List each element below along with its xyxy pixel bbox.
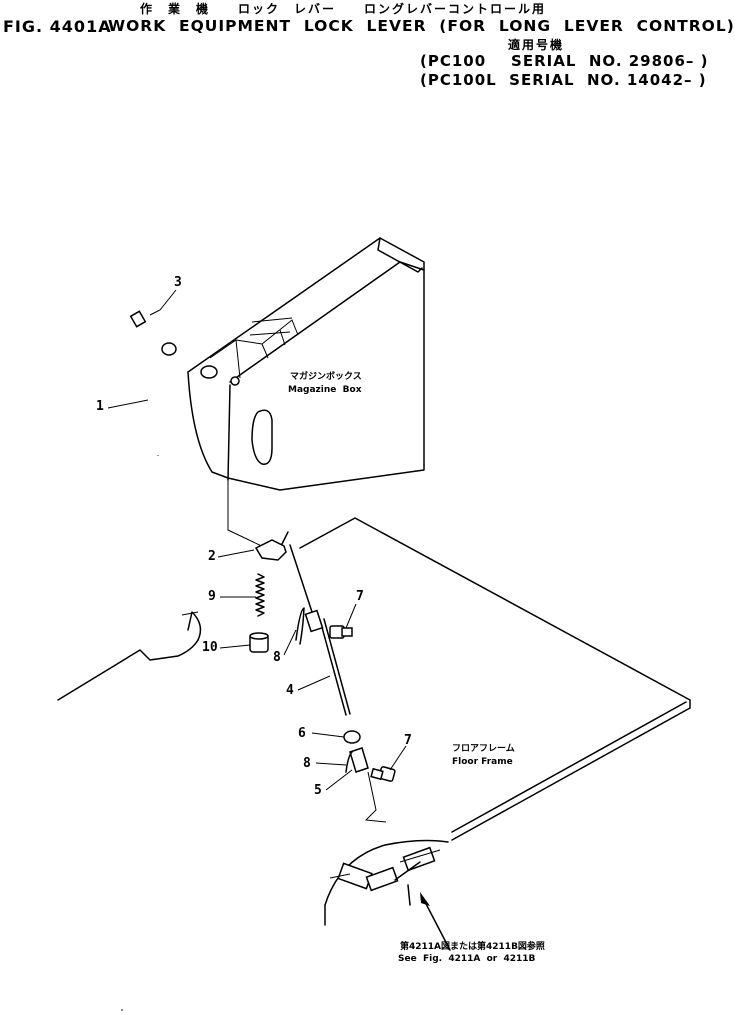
lock-lever — [148, 342, 177, 456]
serial-range-pc100: (PC100 SERIAL NO. 29806– ) — [420, 52, 709, 70]
magazine-box-label-en: Magazine Box — [288, 385, 362, 395]
link-line — [227, 480, 271, 551]
pin-part-3 — [129, 310, 147, 328]
callout-10: 10 — [202, 640, 218, 655]
speck — [121, 1009, 123, 1011]
arrowhead — [420, 892, 430, 906]
callout-3: 3 — [174, 275, 182, 290]
see-fig-note-jp: 第4211A図または第4211B図参照 — [400, 942, 545, 952]
magazine-box — [187, 237, 425, 491]
floor-frame — [57, 517, 691, 841]
link-line-lower — [364, 771, 387, 823]
callout-8-upper: 8 — [273, 650, 281, 665]
callout-6: 6 — [298, 726, 306, 741]
callout-8-lower: 8 — [303, 756, 311, 771]
spring-part-9 — [255, 573, 265, 617]
callout-leaders — [107, 289, 407, 791]
bracket-part-2 — [254, 531, 289, 561]
reference-arrow — [423, 899, 451, 951]
callout-7-upper: 7 — [356, 589, 364, 604]
callout-5: 5 — [314, 783, 322, 798]
bushing-part-10 — [249, 632, 269, 653]
control-linkage-detail — [324, 839, 449, 926]
callout-4: 4 — [286, 683, 294, 698]
bolt-lower-part-7 — [370, 766, 396, 782]
serial-range-pc100l: (PC100L SERIAL NO. 14042– ) — [420, 71, 707, 89]
clevis-lower-part-5 — [345, 747, 369, 773]
nut-part-6 — [343, 730, 361, 744]
clevis-upper — [295, 607, 324, 645]
figure-number: FIG. 4401A — [3, 17, 112, 36]
floor-frame-label-en: Floor Frame — [452, 757, 513, 767]
parts-diagram — [57, 237, 691, 1011]
see-fig-note-en: See Fig. 4211A or 4211B — [398, 954, 536, 964]
callout-7-lower: 7 — [404, 733, 412, 748]
bolt-upper-part-7 — [329, 625, 353, 639]
applicable-models-japanese: 適用号機 — [508, 38, 565, 52]
callout-9: 9 — [208, 589, 216, 604]
magazine-box-label-jp: マガジンボックス — [290, 372, 362, 382]
figure-title: WORK EQUIPMENT LOCK LEVER (FOR LONG LEVE… — [108, 17, 735, 35]
title-japanese: 作 業 機 ロック レバー ロングレバーコントロール用 — [140, 2, 547, 16]
rod-part-4 — [289, 544, 351, 716]
callout-1: 1 — [96, 399, 104, 414]
floor-frame-label-jp: フロアフレーム — [452, 744, 515, 754]
callout-2: 2 — [208, 549, 216, 564]
